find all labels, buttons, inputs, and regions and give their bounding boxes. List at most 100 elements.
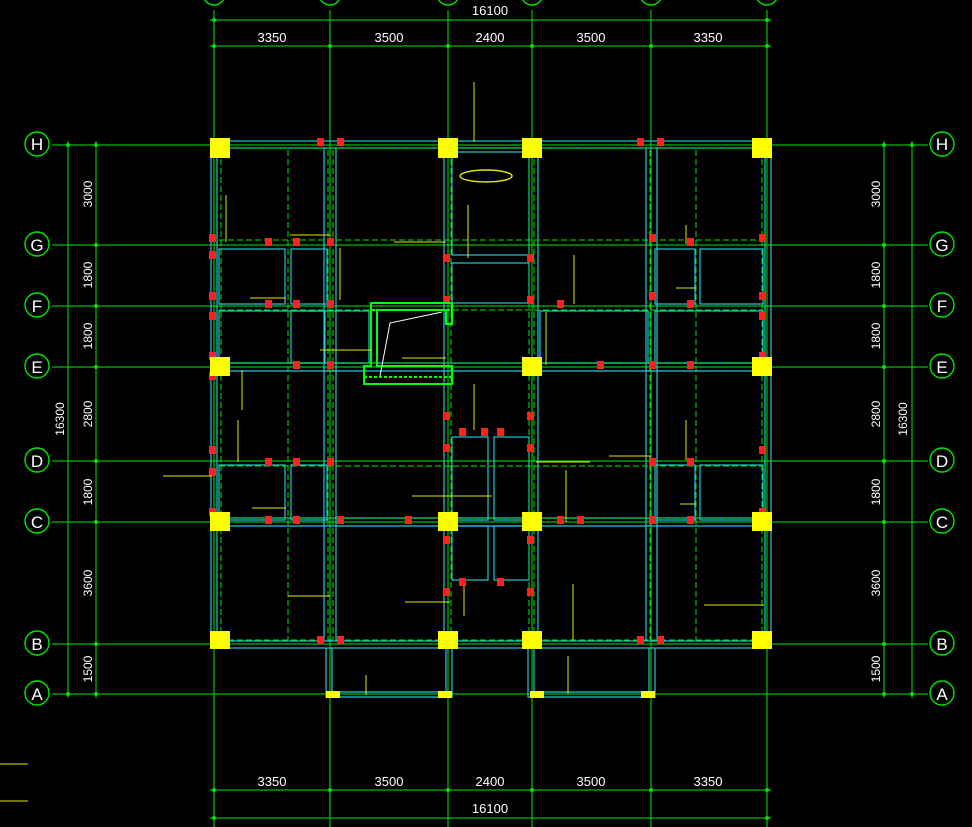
rebar-mark-33 (443, 412, 450, 420)
stair-hatch-bottom (363, 376, 453, 385)
rebar-mark-11 (265, 300, 272, 308)
left-dim-7: 1500 (81, 655, 95, 682)
axis-bubble-right-D (929, 447, 955, 473)
outer-beam-frame (210, 140, 772, 649)
dim-tick-h-3-0 (212, 816, 216, 820)
rebar-mark-28 (337, 636, 344, 644)
dimension-lines (66, 18, 914, 820)
axis-label-left-H: H (31, 135, 43, 154)
left-dimensions: 3000 1800 1800 2800 1800 3600 1500 16300 (53, 180, 95, 682)
rebar-mark-14 (209, 352, 216, 360)
column-0 (210, 138, 230, 158)
top-dimensions: 16100 3350 3500 2400 3500 3350 (258, 3, 723, 45)
rebar-mark-30 (527, 254, 534, 262)
right-dim-5: 1800 (869, 478, 883, 505)
rebar-mark-34 (527, 412, 534, 420)
axis-bubble-left-E (24, 353, 50, 379)
rebar-mark-0 (317, 138, 324, 146)
axis-label-right-G: G (935, 236, 948, 255)
rebar-mark-56 (649, 458, 656, 466)
column-2 (522, 138, 542, 158)
top-dim-5: 3350 (694, 30, 723, 45)
top-dim-3: 2400 (476, 30, 505, 45)
column-1 (438, 138, 458, 158)
dim-tick-h-0-5 (765, 18, 769, 22)
rebar-mark-38 (443, 444, 450, 452)
dim-tick-v-2-3 (882, 365, 886, 369)
axis-label-right-B: B (936, 635, 947, 654)
room-beam-5 (290, 464, 328, 521)
axis-bubble-right-F (929, 292, 955, 318)
rebar-mark-58 (759, 446, 766, 454)
rebar-mark-67 (597, 361, 604, 369)
dim-tick-v-2-0 (882, 143, 886, 147)
rebar-mark-60 (687, 516, 694, 524)
axis-bubble-top-6 (756, 0, 778, 6)
room-beam-7 (699, 248, 764, 305)
dim-tick-v-2-6 (882, 642, 886, 646)
rebar-mark-43 (497, 578, 504, 586)
dim-tick-h-2-1 (328, 788, 332, 792)
left-dim-6: 3600 (81, 569, 95, 596)
rebar-mark-48 (759, 234, 766, 242)
axis-bubble-left-F (24, 292, 50, 318)
rebar-mark-52 (759, 312, 766, 320)
rebar-mark-21 (293, 458, 300, 466)
dim-tick-h-2-2 (446, 788, 450, 792)
rebar-mark-4 (209, 234, 216, 242)
axis-bubble-left-C (24, 508, 50, 534)
axis-label-right-E: E (936, 358, 947, 377)
axis-bubble-right-C (929, 508, 955, 534)
dim-tick-v-1-3 (94, 365, 98, 369)
dim-tick-v-1-1 (94, 243, 98, 247)
dim-tick-h-1-3 (530, 44, 534, 48)
axis-bubble-top-4 (521, 0, 543, 6)
bottom-dim-2: 3500 (375, 774, 404, 789)
dim-tick-v-2-5 (882, 520, 886, 524)
axis-label-left-F: F (32, 297, 42, 316)
rebar-mark-40 (443, 536, 450, 544)
room-beam-6 (654, 248, 696, 305)
room-beam-11 (451, 151, 530, 256)
column-6 (752, 357, 772, 376)
room-beam-10 (699, 464, 764, 521)
dim-tick-v-2-2 (882, 304, 886, 308)
room-beam-0 (218, 248, 286, 305)
column-8 (438, 512, 458, 531)
stair-hatch-outline (363, 302, 453, 385)
axis-bubble-left-B (24, 630, 50, 656)
dim-tick-v-1-0 (94, 143, 98, 147)
axis-label-left-B: B (31, 635, 42, 654)
rebar-mark-13 (327, 300, 334, 308)
rebar-mark-36 (481, 428, 488, 436)
rebar-mark-17 (327, 361, 334, 369)
rebar-mark-10 (209, 312, 216, 320)
rebar-mark-18 (209, 446, 216, 454)
axis-label-left-A: A (31, 685, 43, 704)
top-dim-4: 3500 (577, 30, 606, 45)
axis-bubble-right-A (929, 680, 955, 706)
dim-tick-v-2-4 (882, 459, 886, 463)
rebar-mark-57 (687, 458, 694, 466)
annotation-leaders (0, 82, 764, 802)
axis-bubble-top-2 (319, 0, 341, 6)
dim-tick-h-3-5 (765, 816, 769, 820)
rebar-mark-63 (657, 636, 664, 644)
axis-bubble-top-3 (437, 0, 459, 6)
axis-bubble-left-H (24, 131, 50, 157)
right-dim-4: 2800 (869, 400, 883, 427)
rebar-mark-8 (327, 238, 334, 246)
top-dim-1: 3350 (258, 30, 287, 45)
axis-label-left-C: C (31, 513, 43, 532)
dim-tick-v-2-7 (882, 692, 886, 696)
rebar-mark-37 (497, 428, 504, 436)
balcony-right-beam (527, 648, 656, 698)
left-dim-2: 1800 (81, 261, 95, 288)
dim-tick-v-1-7 (94, 692, 98, 696)
left-total-dim: 16300 (53, 402, 67, 436)
rebar-mark-6 (265, 238, 272, 246)
top-total-dim: 16100 (472, 3, 508, 18)
rebar-mark-49 (649, 292, 656, 300)
